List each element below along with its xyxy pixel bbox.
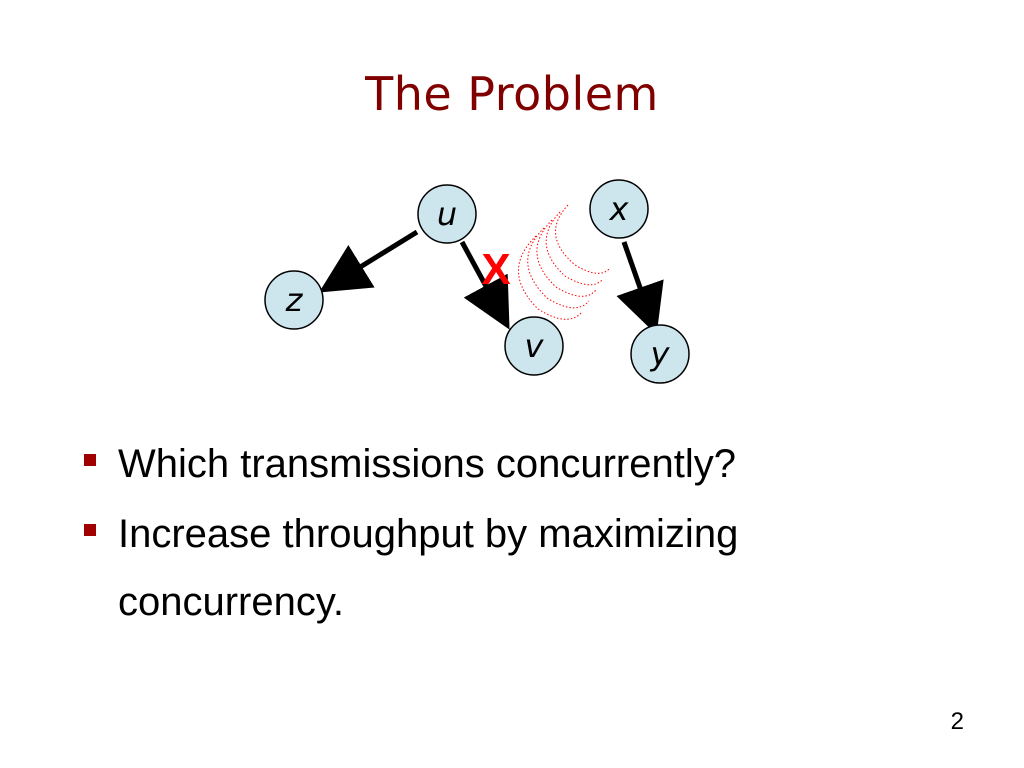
interference-waves [518,204,611,320]
arrow-x-to-y [616,241,664,335]
page-number: 2 [950,708,964,735]
node-u-label: u [437,195,457,233]
node-x: x [589,179,649,239]
bullet-text: Increase throughput by maximizing concur… [118,512,739,624]
node-z-label: z [285,281,304,319]
slide-title: The Problem [365,67,659,121]
bullet-item: Which transmissions concurrently? [82,430,942,498]
bullet-list: Which transmissions concurrently? Increa… [82,430,942,638]
node-z: z [264,270,324,330]
node-y: y [630,324,690,384]
interference-x-mark: X [481,245,510,294]
node-v-label: v [525,327,545,365]
node-v: v [504,316,564,376]
bullet-item: Increase throughput by maximizing concur… [82,500,942,636]
arrow-u-to-z [318,229,419,293]
node-x-label: x [609,190,630,228]
bullet-square-icon [84,454,96,466]
arrow-u-to-v [459,240,510,330]
bullet-text: Which transmissions concurrently? [118,442,736,486]
bullet-square-icon [84,524,96,536]
node-y-label: y [650,335,671,373]
node-u: u [417,184,477,244]
